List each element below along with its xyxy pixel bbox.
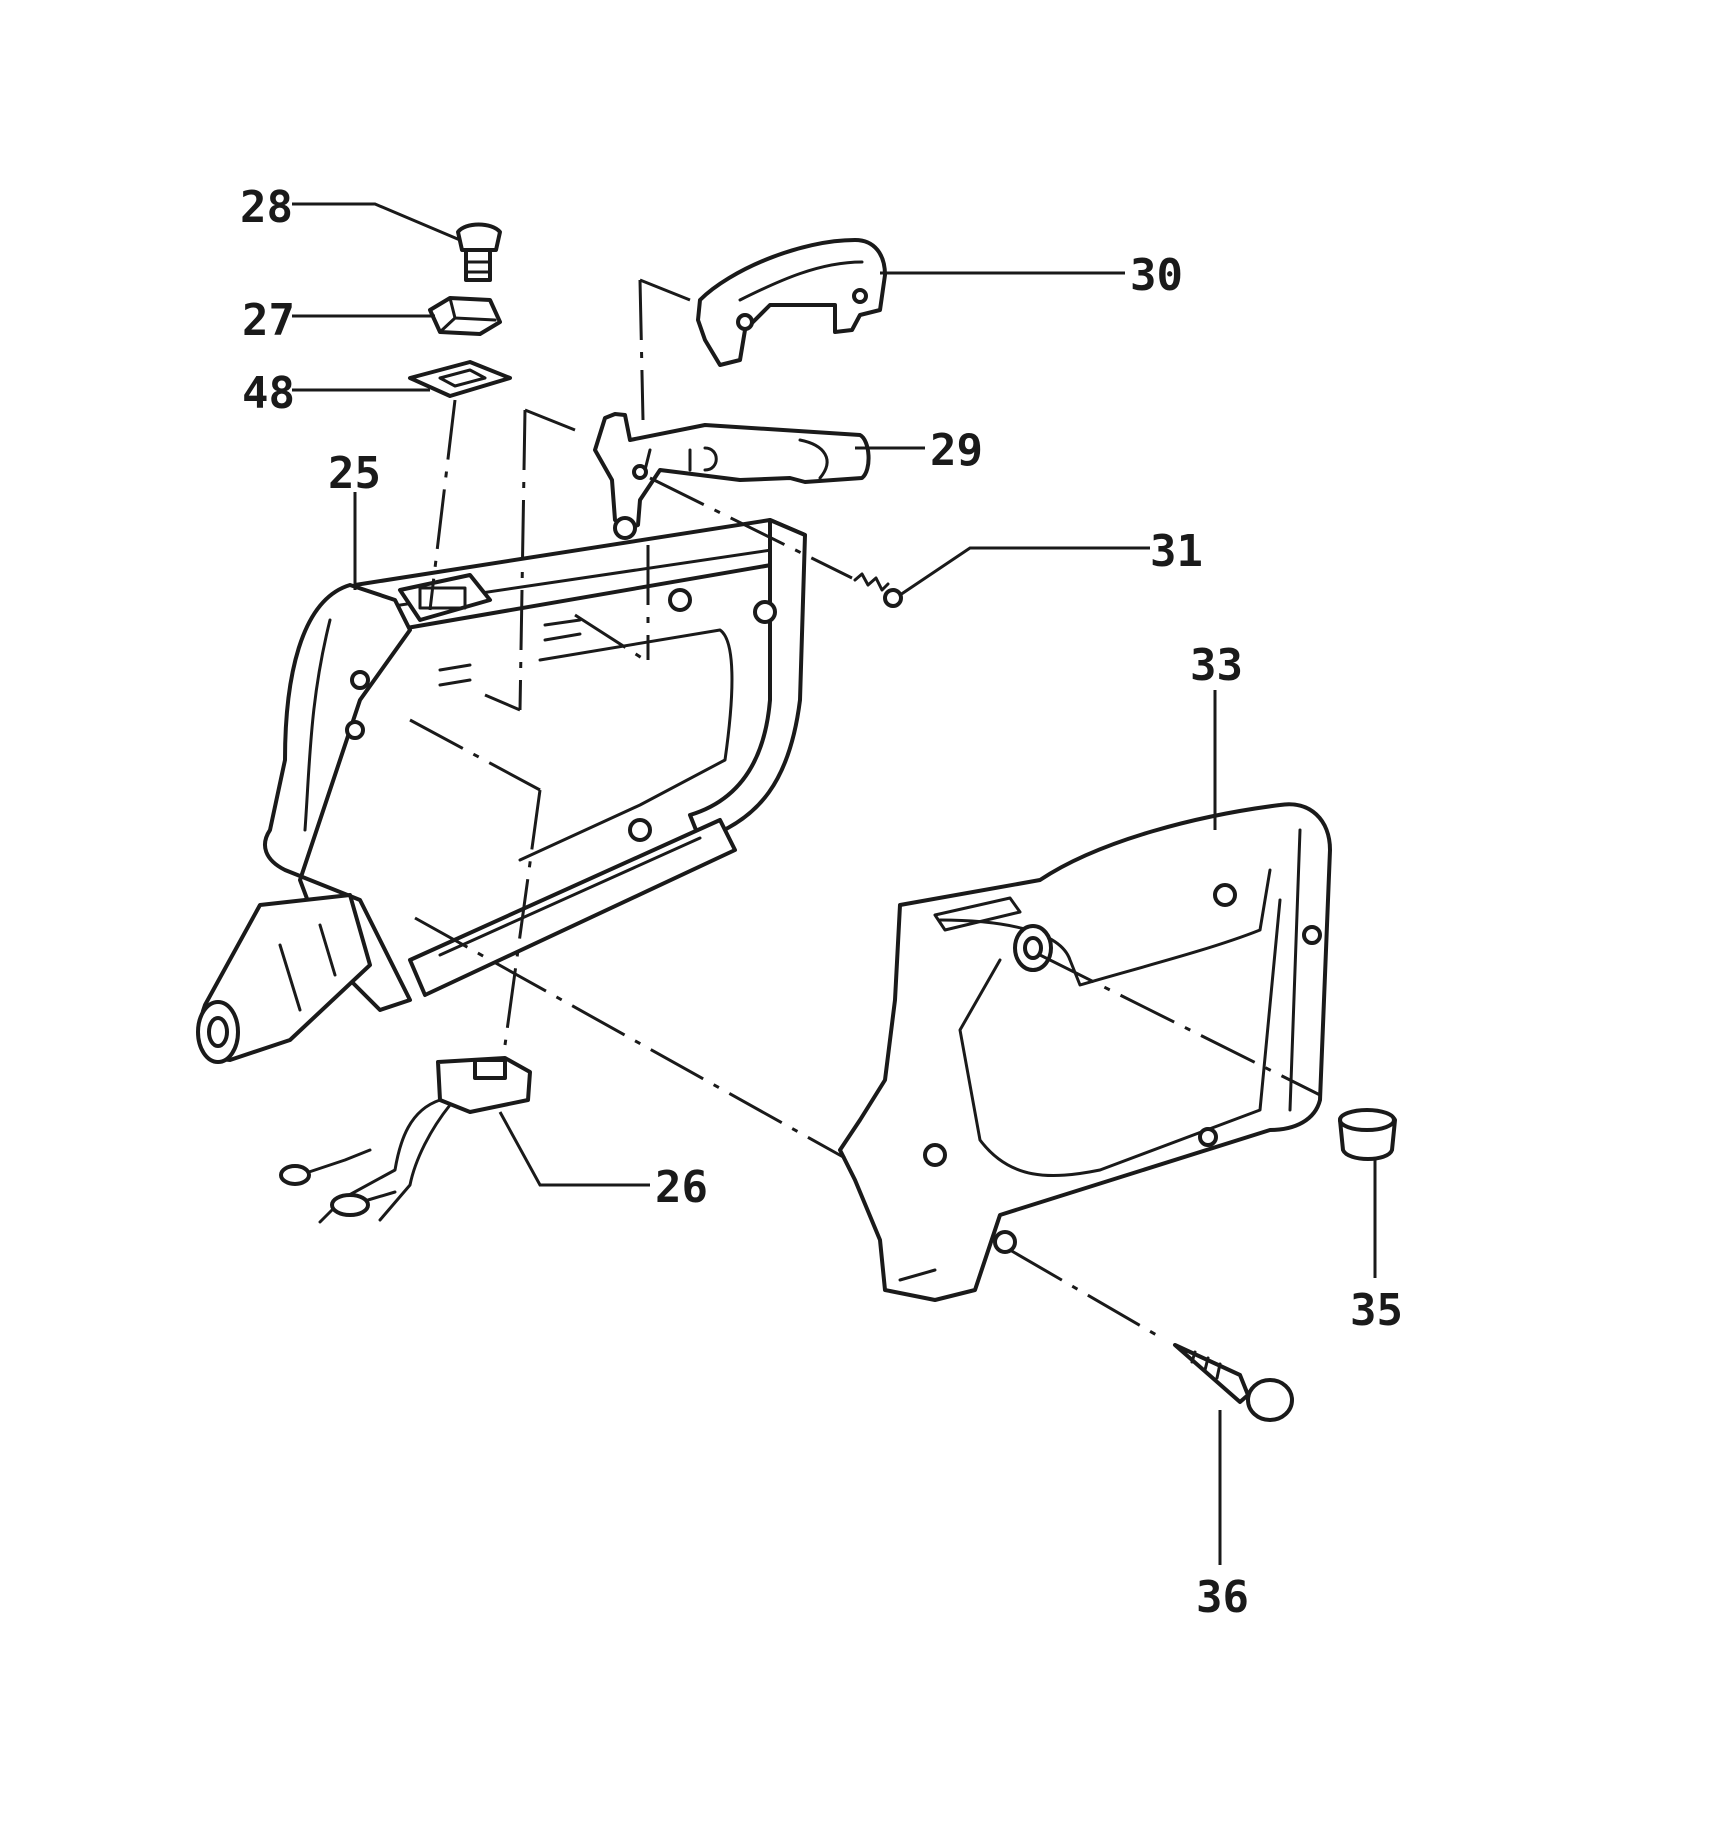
label-29: 29	[930, 425, 983, 476]
part-36-screw	[1173, 1343, 1294, 1422]
part-28-screw	[456, 222, 502, 282]
part-30-handle	[696, 238, 887, 367]
leader-lines	[292, 202, 1377, 1565]
label-33: 33	[1190, 640, 1243, 691]
label-48: 48	[242, 368, 295, 419]
label-31: 31	[1150, 526, 1203, 577]
label-30: 30	[1130, 250, 1183, 301]
label-27: 27	[242, 295, 295, 346]
label-35: 35	[1350, 1285, 1403, 1336]
label-36: 36	[1196, 1572, 1249, 1623]
label-25: 25	[328, 448, 381, 499]
part-35-plug	[1338, 1108, 1397, 1161]
part-33-rear-handle	[838, 802, 1332, 1302]
part-26-switch	[279, 1056, 532, 1224]
part-27-cap	[428, 296, 502, 336]
part-labels: 28 27 48 25 30 29 31 33 35 36 26	[240, 182, 1403, 1623]
label-26: 26	[655, 1162, 708, 1213]
part-48-gasket	[408, 360, 512, 398]
part-25-frame	[196, 518, 807, 1064]
assembly-guide-lines	[409, 278, 1321, 1342]
part-31-spring	[853, 572, 903, 608]
part-29-lever	[593, 412, 871, 540]
label-28: 28	[240, 182, 293, 233]
